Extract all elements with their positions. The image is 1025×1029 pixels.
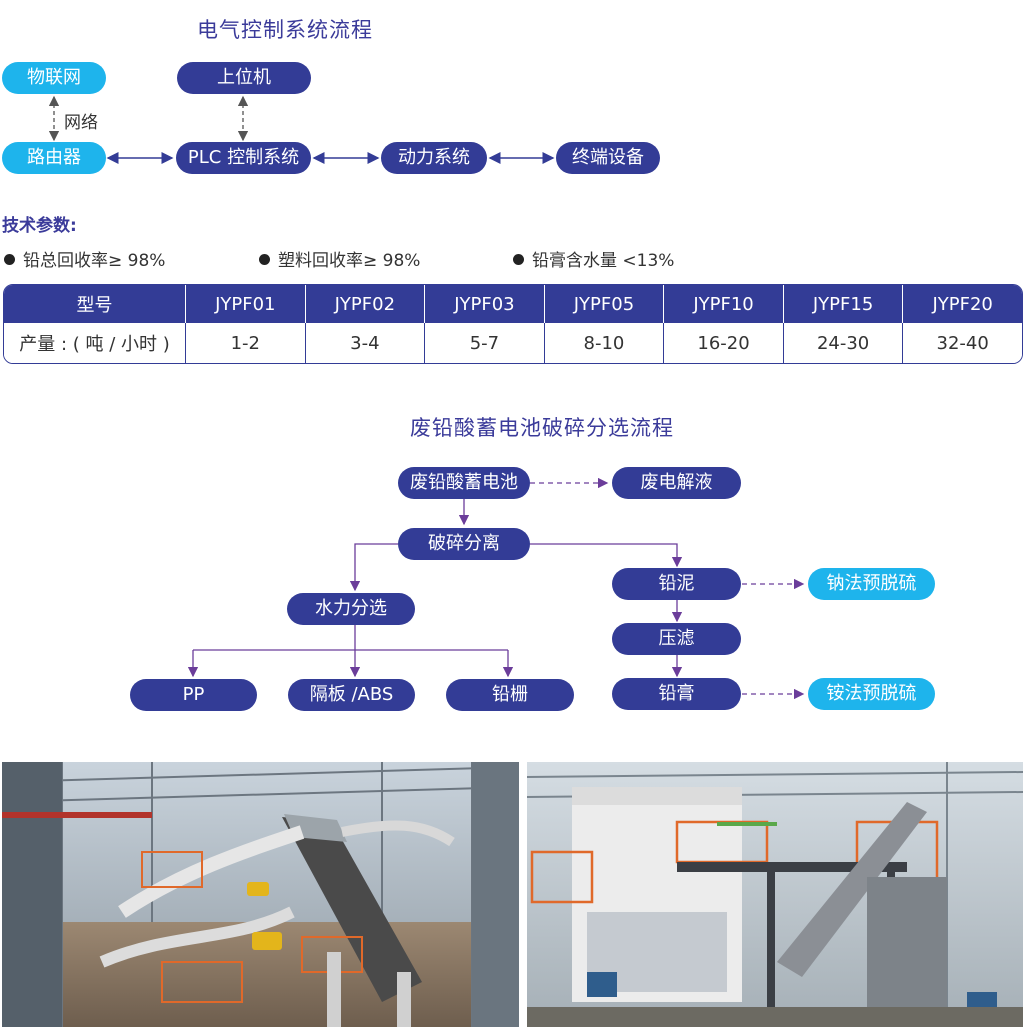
table-cell: 32-40 bbox=[902, 323, 1022, 363]
water-sort-node: 水力分选 bbox=[287, 593, 415, 625]
header-cell: JYPF10 bbox=[663, 285, 783, 323]
process-title: 废铅酸蓄电池破碎分选流程 bbox=[410, 416, 674, 440]
factory-photo-left bbox=[2, 762, 519, 1027]
factory-photo-right bbox=[527, 762, 1023, 1027]
bullet-icon bbox=[259, 254, 270, 265]
press-node: 压滤 bbox=[612, 623, 741, 655]
electrolyte-node: 废电解液 bbox=[612, 467, 741, 499]
table-cell: 3-4 bbox=[304, 323, 425, 363]
paste-node: 铅膏 bbox=[612, 678, 741, 710]
plc-node: PLC 控制系统 bbox=[176, 142, 311, 174]
power-node: 动力系统 bbox=[381, 142, 487, 174]
grid-node: 铅栅 bbox=[446, 679, 574, 711]
header-cell: JYPF01 bbox=[185, 285, 305, 323]
host-node: 上位机 bbox=[177, 62, 311, 94]
table-cell: 产量 : ( 吨 / 小时 ) bbox=[4, 323, 185, 363]
electrical-title: 电气控制系统流程 bbox=[197, 18, 373, 42]
param-item: 铅膏含水量 <13% bbox=[513, 246, 674, 271]
header-cell: JYPF20 bbox=[902, 285, 1022, 323]
tech-title: 技术参数: bbox=[2, 216, 77, 236]
mud-node: 铅泥 bbox=[612, 568, 741, 600]
router-node: 路由器 bbox=[2, 142, 106, 174]
bullet-icon bbox=[513, 254, 524, 265]
separator-node: 隔板 /ABS bbox=[288, 679, 415, 711]
header-cell: JYPF15 bbox=[782, 285, 903, 323]
header-cell: JYPF03 bbox=[424, 285, 544, 323]
table-cell: 5-7 bbox=[424, 323, 544, 363]
terminal-node: 终端设备 bbox=[556, 142, 660, 174]
spec-header-row: 型号 JYPF01 JYPF02 JYPF03 JYPF05 JYPF10 JY… bbox=[4, 285, 1022, 323]
header-cell: JYPF05 bbox=[543, 285, 664, 323]
table-cell: 1-2 bbox=[185, 323, 305, 363]
table-cell: 8-10 bbox=[543, 323, 664, 363]
sodium-node: 钠法预脱硫 bbox=[808, 568, 935, 600]
bullet-icon bbox=[4, 254, 15, 265]
header-cell: JYPF02 bbox=[304, 285, 425, 323]
iot-node: 物联网 bbox=[2, 62, 106, 94]
spec-table: 型号 JYPF01 JYPF02 JYPF03 JYPF05 JYPF10 JY… bbox=[3, 284, 1023, 364]
spec-row: 产量 : ( 吨 / 小时 ) 1-2 3-4 5-7 8-10 16-20 2… bbox=[4, 323, 1022, 363]
crush-node: 破碎分离 bbox=[398, 528, 530, 560]
pp-node: PP bbox=[130, 679, 257, 711]
network-label: 网络 bbox=[64, 113, 98, 133]
battery-node: 废铅酸蓄电池 bbox=[398, 467, 530, 499]
table-cell: 16-20 bbox=[663, 323, 783, 363]
param-item: 塑料回收率≥ 98% bbox=[259, 246, 420, 271]
param-item: 铅总回收率≥ 98% bbox=[4, 246, 165, 271]
header-cell: 型号 bbox=[4, 285, 185, 323]
ammonium-node: 铵法预脱硫 bbox=[808, 678, 935, 710]
table-cell: 24-30 bbox=[782, 323, 903, 363]
